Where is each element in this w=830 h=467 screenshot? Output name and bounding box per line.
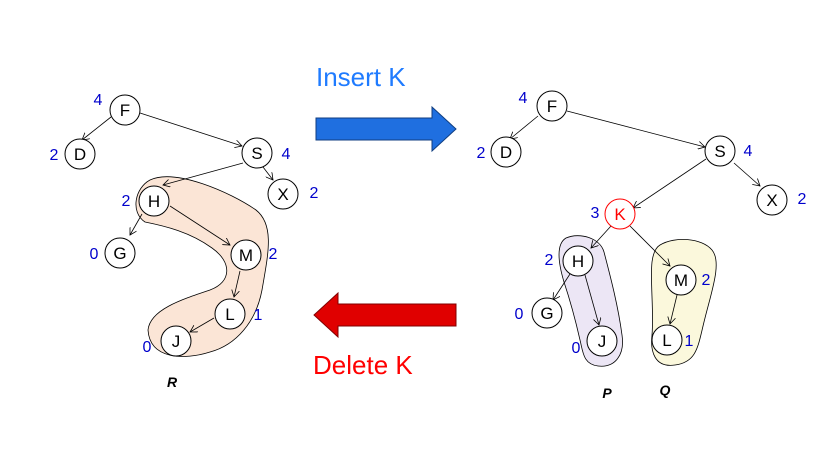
height-label: 1 <box>685 333 694 350</box>
subtree-label-q: Q <box>660 382 671 398</box>
node-d: D 2 <box>477 136 522 168</box>
svg-text:L: L <box>662 331 671 350</box>
node-j: J 0 <box>143 325 192 357</box>
height-label: 3 <box>591 205 600 222</box>
svg-text:X: X <box>766 191 777 210</box>
node-h: H 2 <box>545 245 594 277</box>
edge-h-m <box>169 205 230 245</box>
subtree-label-r: R <box>167 374 178 390</box>
edge-s-x <box>733 162 760 186</box>
edge-k-m <box>629 225 670 266</box>
node-x: X 2 <box>756 184 807 216</box>
node-s: S 4 <box>241 137 291 169</box>
svg-text:G: G <box>113 244 126 263</box>
svg-text:S: S <box>714 142 725 161</box>
height-label: 2 <box>122 193 131 210</box>
height-label: 2 <box>798 191 807 208</box>
right-tree: F 4 D 2 S 4 X 2 K 3 H 2 G <box>477 90 807 401</box>
height-label: 0 <box>572 340 581 357</box>
svg-text:M: M <box>239 246 253 265</box>
edge-h-g <box>553 273 571 300</box>
height-label: 0 <box>143 339 152 356</box>
node-l: L 1 <box>214 298 263 330</box>
svg-text:D: D <box>500 143 512 162</box>
node-x: X 2 <box>267 178 319 210</box>
node-d: D 2 <box>50 138 96 170</box>
edge-s-k <box>633 158 707 208</box>
edge-l-j <box>190 317 215 332</box>
delete-label: Delete K <box>313 350 413 380</box>
svg-text:F: F <box>547 97 557 116</box>
height-label: 0 <box>515 306 524 323</box>
svg-text:J: J <box>172 332 181 351</box>
height-label: 2 <box>545 252 554 269</box>
height-label: 2 <box>50 147 59 164</box>
svg-text:G: G <box>540 304 553 323</box>
edge-m-l <box>670 294 678 324</box>
height-label: 4 <box>744 143 753 160</box>
edge-f-d <box>510 115 539 139</box>
edge-h-j <box>584 274 599 325</box>
insert-label: Insert K <box>316 62 406 92</box>
edge-k-h <box>591 225 612 248</box>
edge-f-s <box>139 112 242 146</box>
edge-f-s <box>566 110 705 147</box>
edge-m-l <box>234 270 241 297</box>
height-label: 2 <box>702 272 711 289</box>
node-s: S 4 <box>704 135 753 167</box>
svg-text:H: H <box>572 252 584 271</box>
height-label: 4 <box>519 90 528 107</box>
node-j: J 0 <box>572 325 618 357</box>
height-label: 2 <box>310 185 319 202</box>
svg-text:X: X <box>277 185 288 204</box>
left-tree: F 4 D 2 S 4 X 2 H 2 G 0 M <box>50 92 319 390</box>
node-k: K 3 <box>591 198 636 230</box>
node-f: F 4 <box>94 92 141 126</box>
edge-s-h <box>163 162 244 185</box>
svg-text:K: K <box>614 205 626 224</box>
svg-text:L: L <box>225 305 234 324</box>
node-g: G 0 <box>515 297 563 329</box>
node-m: M 2 <box>230 239 278 271</box>
node-m: M 2 <box>665 264 711 296</box>
node-f: F 4 <box>519 90 568 122</box>
height-label: 0 <box>90 246 99 263</box>
node-h: H 2 <box>122 185 170 217</box>
height-label: 2 <box>477 145 486 162</box>
svg-text:S: S <box>251 144 262 163</box>
insert-arrow <box>315 105 457 153</box>
edge-f-d <box>82 116 112 140</box>
node-g: G 0 <box>90 237 136 269</box>
svg-text:J: J <box>598 332 607 351</box>
height-label: 4 <box>282 146 291 163</box>
height-label: 4 <box>94 92 103 109</box>
edge-h-g <box>130 213 143 235</box>
svg-text:D: D <box>74 145 86 164</box>
svg-text:F: F <box>120 101 130 120</box>
height-label: 2 <box>269 246 278 263</box>
height-label: 1 <box>254 307 263 324</box>
node-l: L 1 <box>651 324 694 356</box>
svg-text:M: M <box>674 271 688 290</box>
subtree-label-p: P <box>602 385 612 401</box>
delete-arrow <box>313 291 457 339</box>
edge-s-x <box>262 166 273 180</box>
svg-text:H: H <box>148 192 160 211</box>
